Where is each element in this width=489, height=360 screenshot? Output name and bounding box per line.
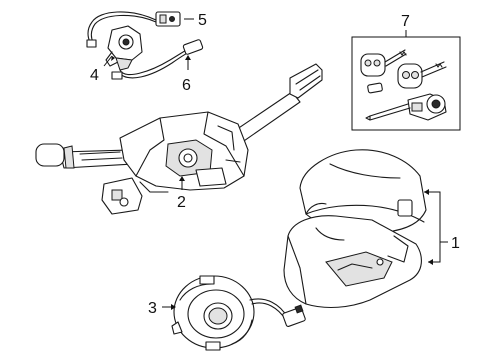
column-cover	[283, 149, 427, 308]
ignition-switch-assembly	[86, 11, 204, 80]
leader-4	[103, 55, 113, 67]
callout-5: 5	[198, 12, 207, 29]
key-head-2	[397, 63, 423, 89]
lower-connector-right	[195, 167, 227, 187]
spiral-cable	[171, 275, 306, 351]
switch-wire	[87, 11, 157, 43]
key-set	[360, 49, 447, 121]
callout-6: 6	[182, 77, 191, 94]
callout-1: 1	[451, 235, 460, 252]
callout-4: 4	[90, 67, 99, 84]
key-head-1	[360, 53, 386, 77]
key-reminder-switch-part-6	[182, 39, 204, 55]
wiper-stalk-knob	[289, 63, 323, 99]
callout-3: 3	[148, 300, 157, 317]
turn-signal-knob	[35, 143, 65, 167]
key-fob	[367, 82, 383, 94]
callout-7: 7	[401, 13, 410, 30]
leader-1-bracket	[424, 191, 441, 263]
combination-switch	[35, 63, 323, 215]
callout-2: 2	[177, 194, 186, 211]
